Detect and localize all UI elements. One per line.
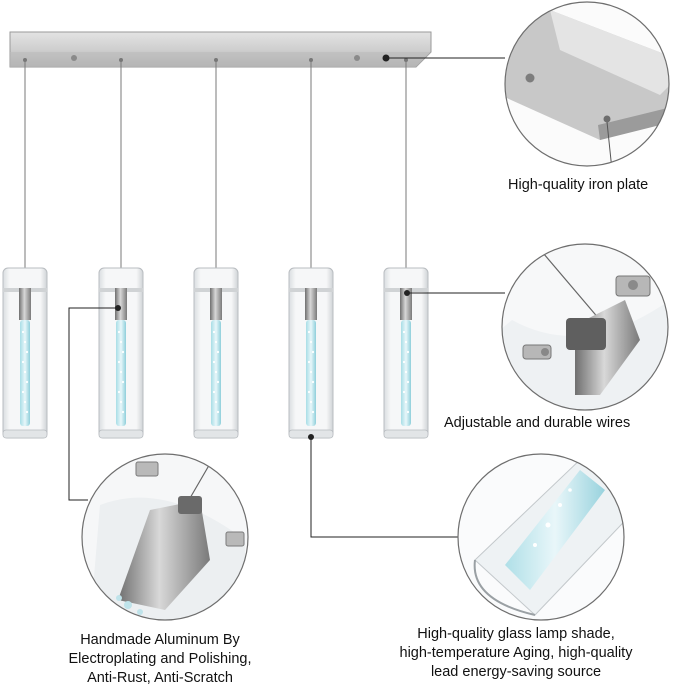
pendant-lamp [98, 58, 144, 439]
glass-caption-line: High-quality glass lamp shade, [417, 626, 615, 642]
detail-wires [501, 243, 669, 411]
leader-lines [68, 57, 505, 538]
wires-caption: Adjustable and durable wires [444, 415, 631, 431]
detail-glass-shade [457, 453, 625, 621]
aluminum-caption-line: Anti-Rust, Anti-Scratch [87, 670, 233, 686]
glass-caption-line: lead energy-saving source [430, 664, 602, 680]
ceiling-plate [9, 31, 432, 68]
pendant-lamp [288, 58, 334, 439]
glass-caption: High-quality glass lamp shade, high-temp… [356, 625, 676, 682]
aluminum-caption: Handmade Aluminum By Electroplating and … [20, 631, 300, 688]
glass-caption-line: high-temperature Aging, high-quality [399, 645, 633, 661]
pendant-lamp [2, 58, 48, 439]
iron-plate-caption: High-quality iron plate [508, 177, 649, 193]
detail-iron-plate [504, 1, 670, 167]
pendant-lamps [2, 58, 429, 439]
detail-aluminum [81, 453, 249, 621]
pendant-lamp [193, 58, 239, 439]
aluminum-caption-line: Handmade Aluminum By [80, 632, 240, 648]
aluminum-caption-line: Electroplating and Polishing, [68, 651, 252, 667]
pendant-lamp [383, 58, 429, 439]
